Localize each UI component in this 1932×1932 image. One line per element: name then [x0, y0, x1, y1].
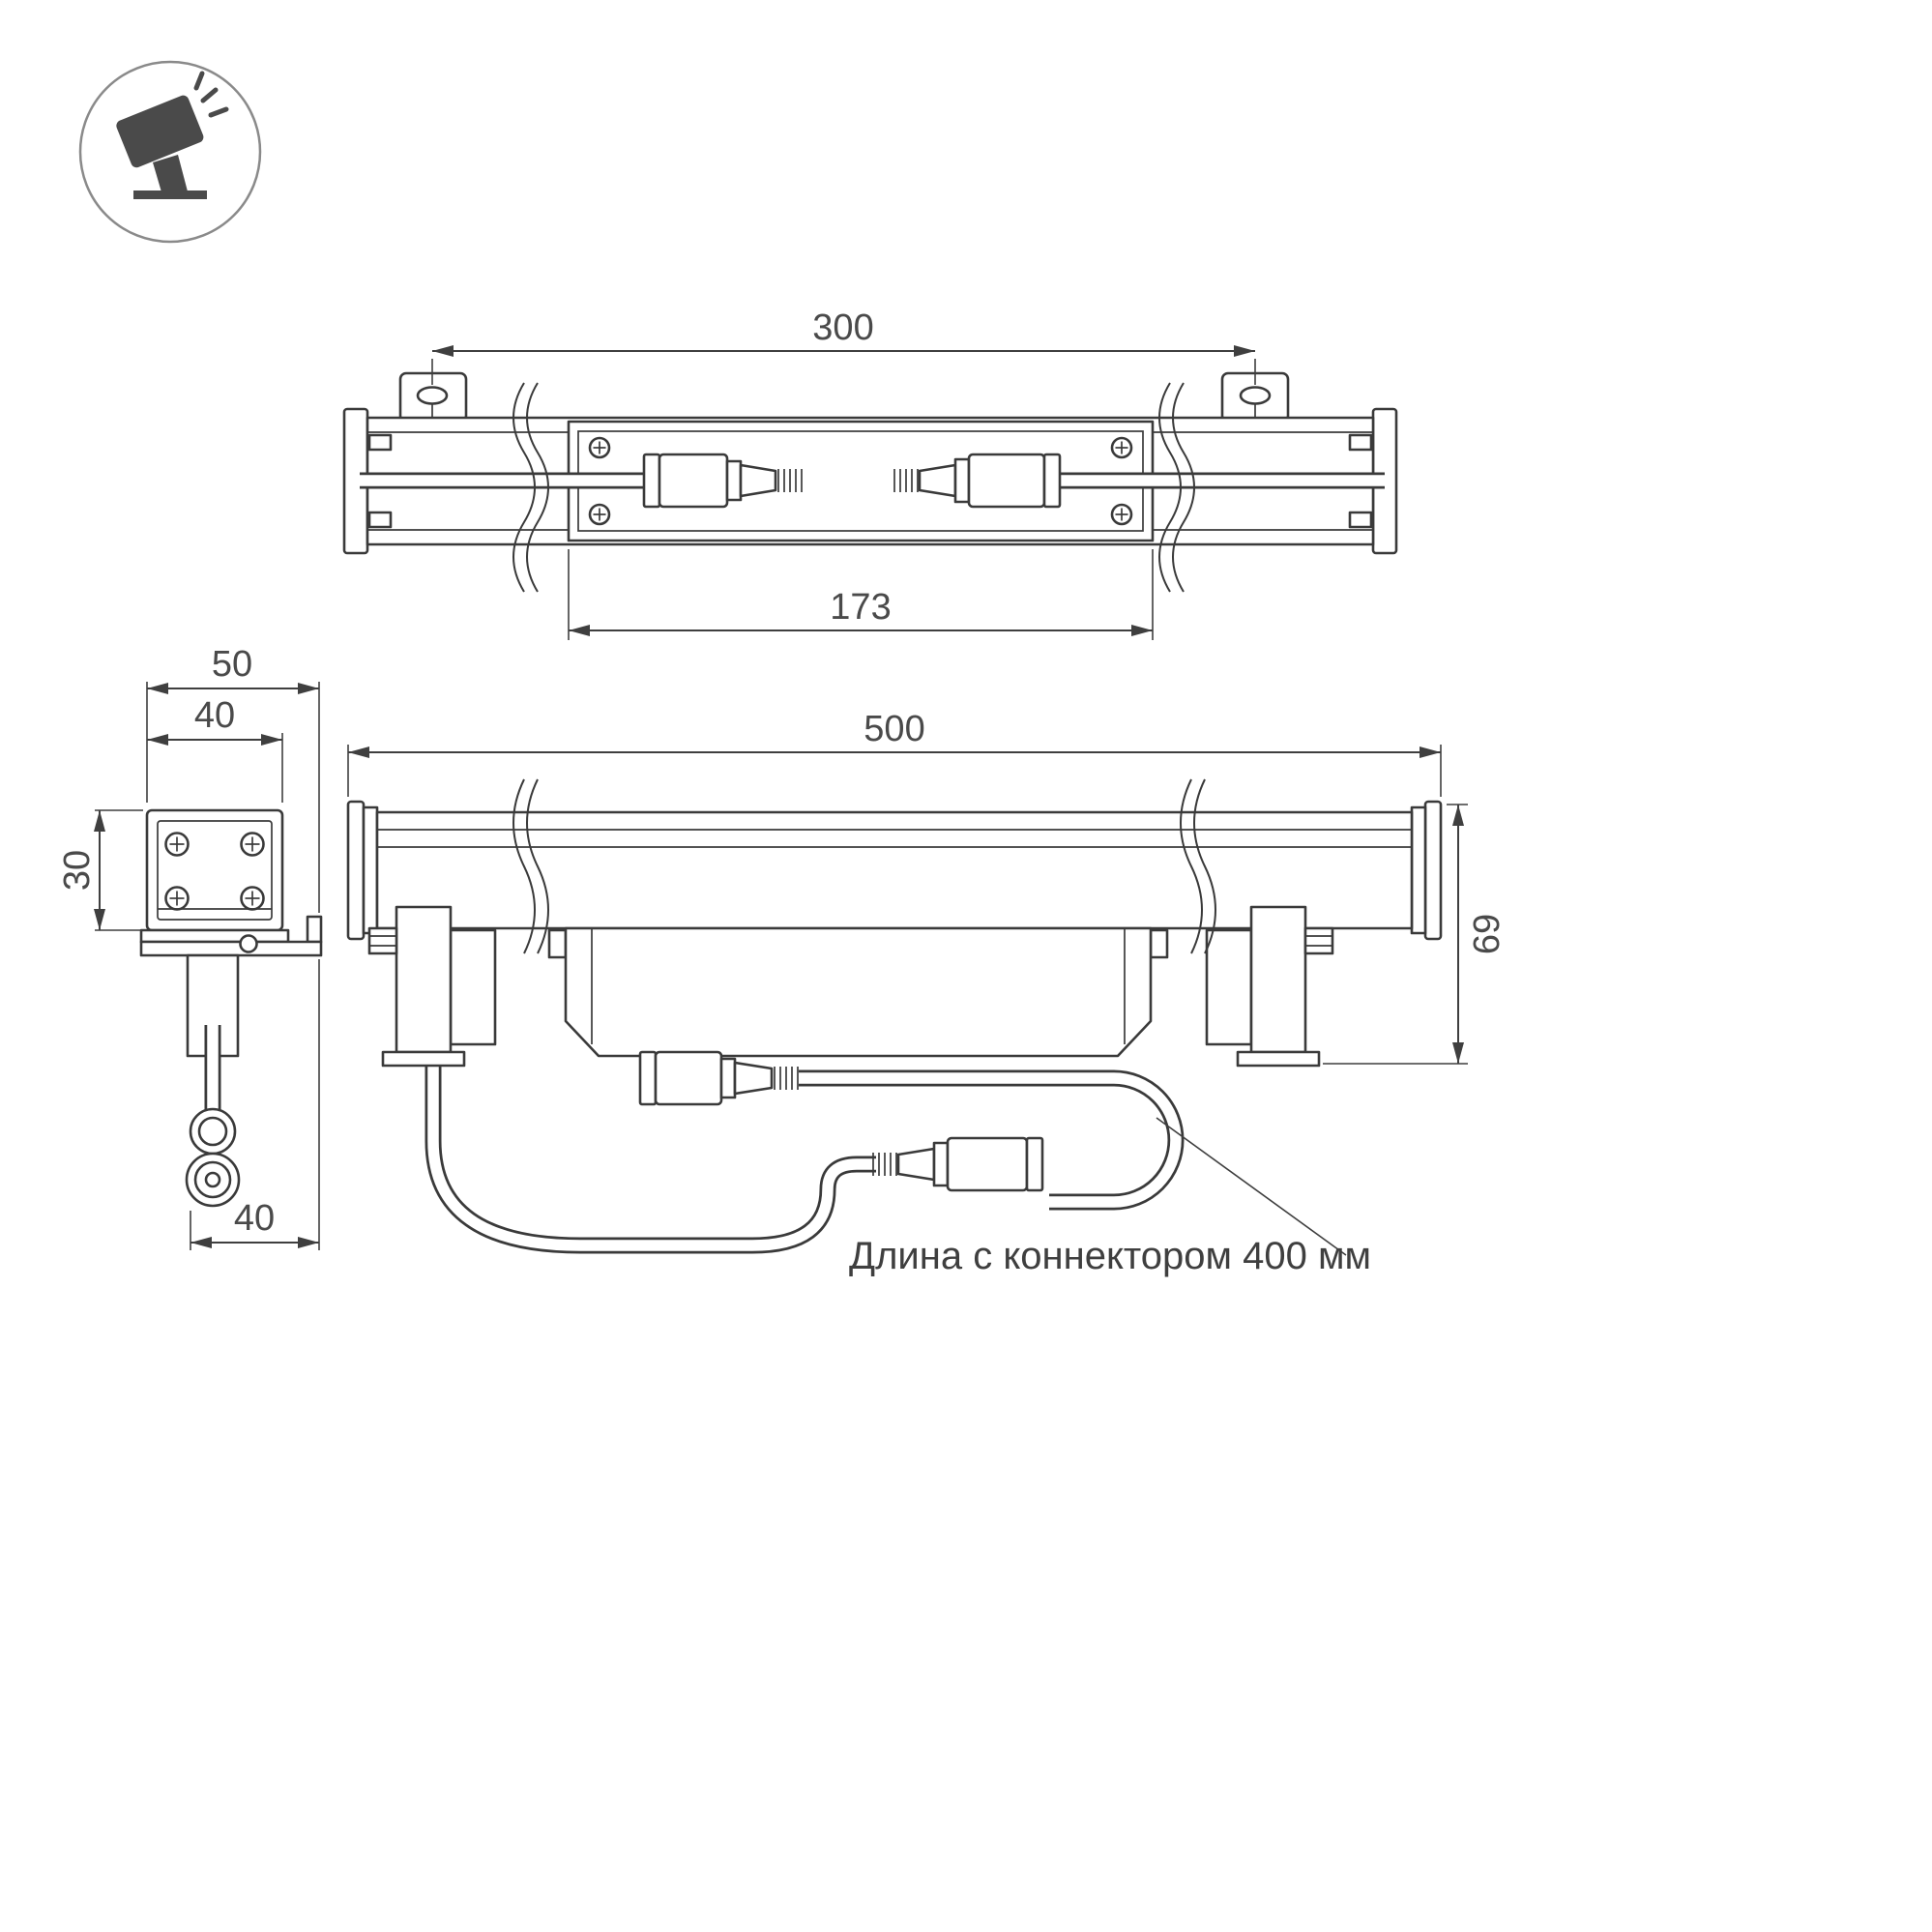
dim-40-top: 40: [147, 695, 283, 803]
mounting-bracket-left-side: [367, 905, 497, 1068]
dim-173: 173: [568, 549, 1154, 640]
light-rays-icon: [193, 71, 229, 118]
connector-note-label: Длина с коннектором 400 мм: [849, 1235, 1371, 1277]
dim-173-label: 173: [830, 587, 891, 628]
dim-500: 500: [347, 709, 1442, 797]
side-cap-right-inner: [1410, 805, 1427, 935]
connector-female-top: [893, 453, 1062, 509]
connector-note: Длина с коннектором 400 мм: [849, 1117, 1371, 1277]
dim-300: 300: [431, 307, 1256, 385]
connector-male-top: [642, 453, 803, 509]
bracket-end-view: [139, 915, 323, 1058]
side-cap-left-outer: [346, 800, 366, 941]
dim-50-label: 50: [212, 644, 252, 685]
dim-40-bottom: 40: [190, 959, 320, 1250]
end-view: [139, 808, 323, 1208]
mounting-bracket-right-side: [1205, 905, 1334, 1068]
break-lines-top: [512, 382, 1195, 593]
screws-end-view: [164, 832, 265, 911]
cable-end-view: [185, 1025, 241, 1208]
driver-box: [547, 926, 1169, 1058]
side-cap-left-inner: [362, 805, 379, 935]
screws-top-view: [588, 436, 1133, 526]
dim-69: 69: [1323, 804, 1508, 1065]
break-lines-side: [512, 778, 1216, 954]
top-view: [342, 371, 1398, 593]
dim-40-top-label: 40: [194, 695, 235, 736]
dim-40-bottom-label: 40: [234, 1198, 275, 1239]
dim-50: 50: [146, 644, 320, 913]
floodlight-icon: [78, 60, 262, 244]
cable-side-view: [424, 1064, 1185, 1254]
side-view: [346, 778, 1443, 1254]
dim-500-label: 500: [864, 709, 924, 749]
dim-30-label: 30: [57, 850, 98, 891]
side-cap-right-outer: [1423, 800, 1443, 941]
connector-male-side: [638, 1050, 799, 1106]
profile-section: [145, 808, 284, 932]
connector-female-side: [872, 1136, 1044, 1192]
leader-line: [1156, 1117, 1347, 1256]
dim-69-label: 69: [1467, 914, 1508, 954]
dim-30: 30: [57, 809, 143, 931]
clamp-bolts-top: [367, 433, 1373, 529]
dim-300-label: 300: [812, 307, 873, 348]
floodlight-glyph: [116, 71, 229, 199]
